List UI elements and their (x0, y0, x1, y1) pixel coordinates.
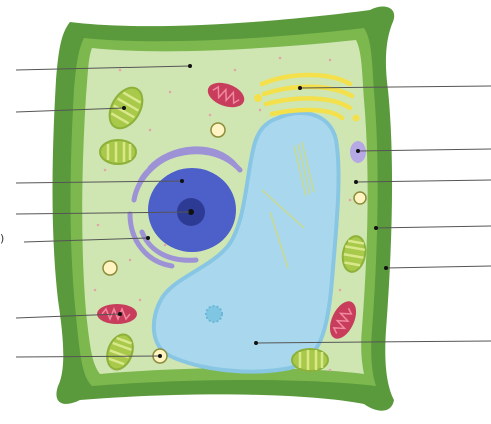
vacuole-inclusion (206, 306, 222, 322)
golgi-vesicle (353, 115, 360, 122)
cropped-label-fragment: ) (0, 232, 4, 246)
leader-line-membrane (376, 226, 491, 228)
leader-line-cell-wall (386, 266, 491, 268)
chloroplast (100, 140, 136, 164)
golgi-vesicle (254, 94, 262, 102)
chloroplast (292, 349, 328, 371)
